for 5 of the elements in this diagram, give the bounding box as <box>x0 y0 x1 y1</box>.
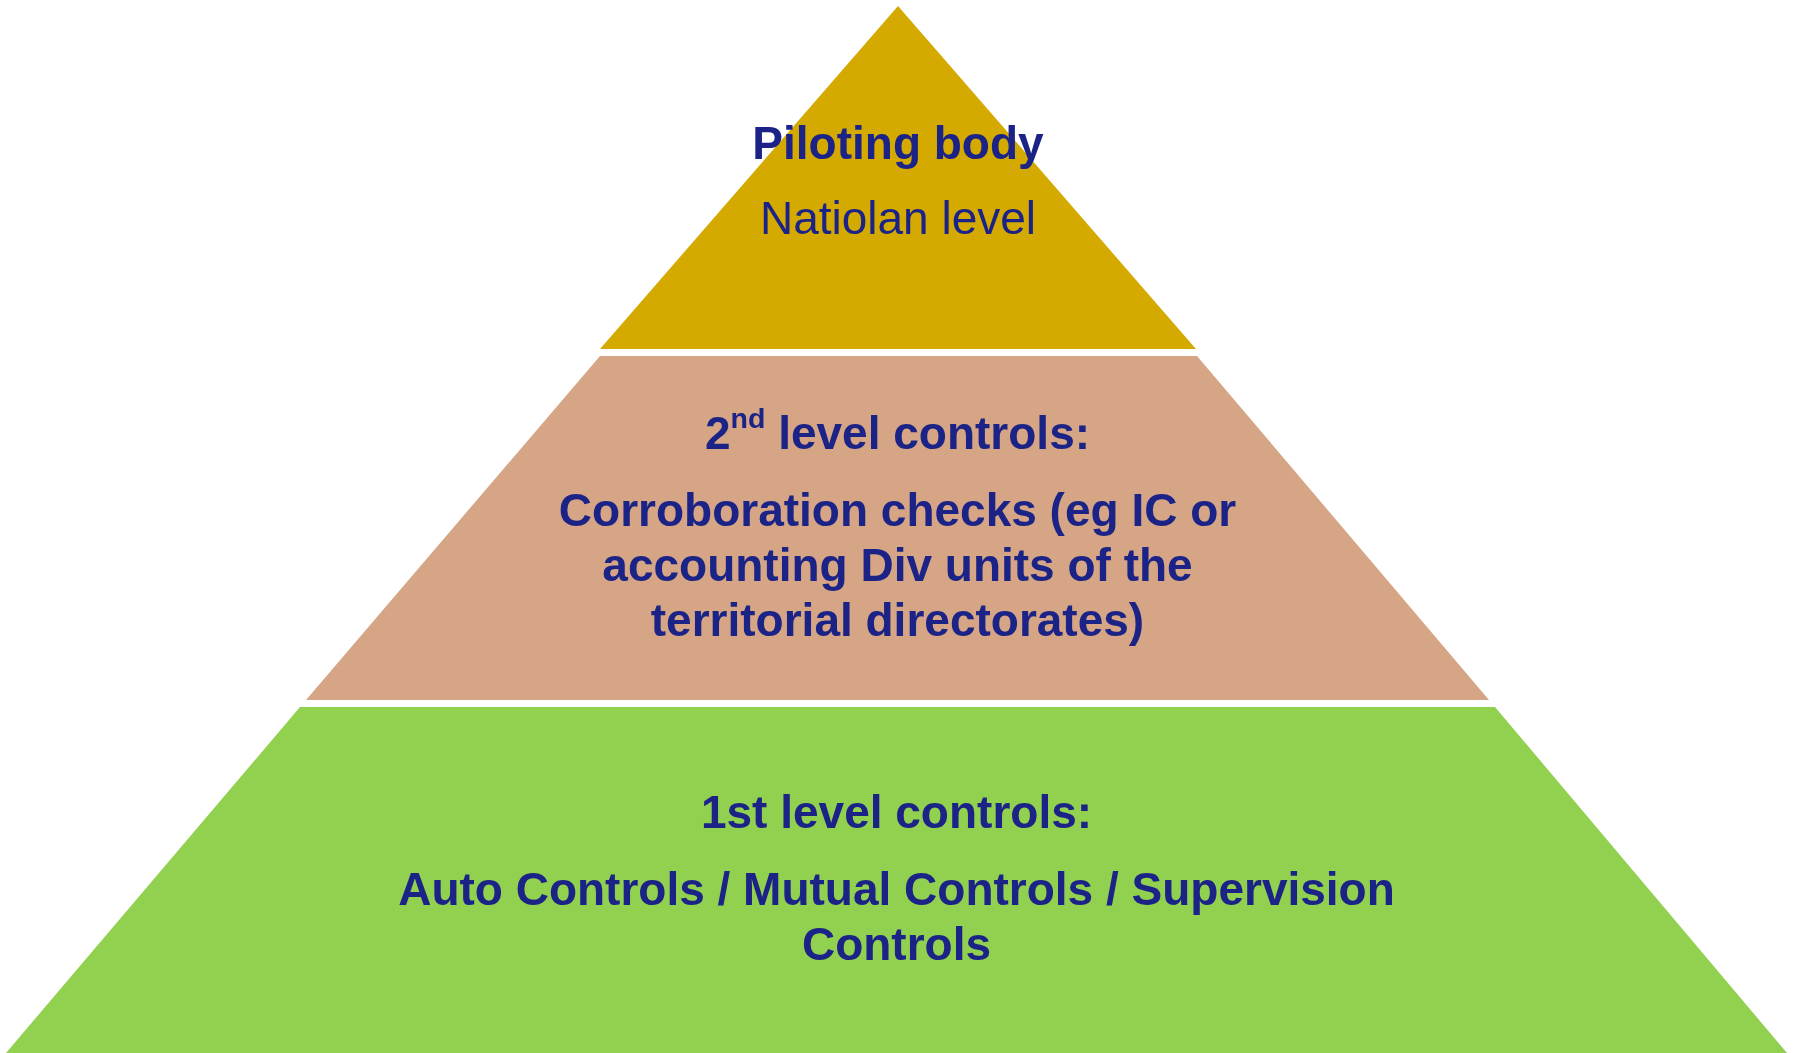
tier-description: Natiolan level <box>759 191 1037 246</box>
tier-description: Corroboration checks (eg IC or accounting Div units of the territorial directorates) <box>557 483 1238 648</box>
tier-heading: 1st level controls: <box>700 785 1093 840</box>
tier-heading: 2$^{nd}$ level controls: <box>704 406 1091 461</box>
tier-description: Auto Controls / Mutual Controls / Supervision Controls <box>397 862 1396 972</box>
